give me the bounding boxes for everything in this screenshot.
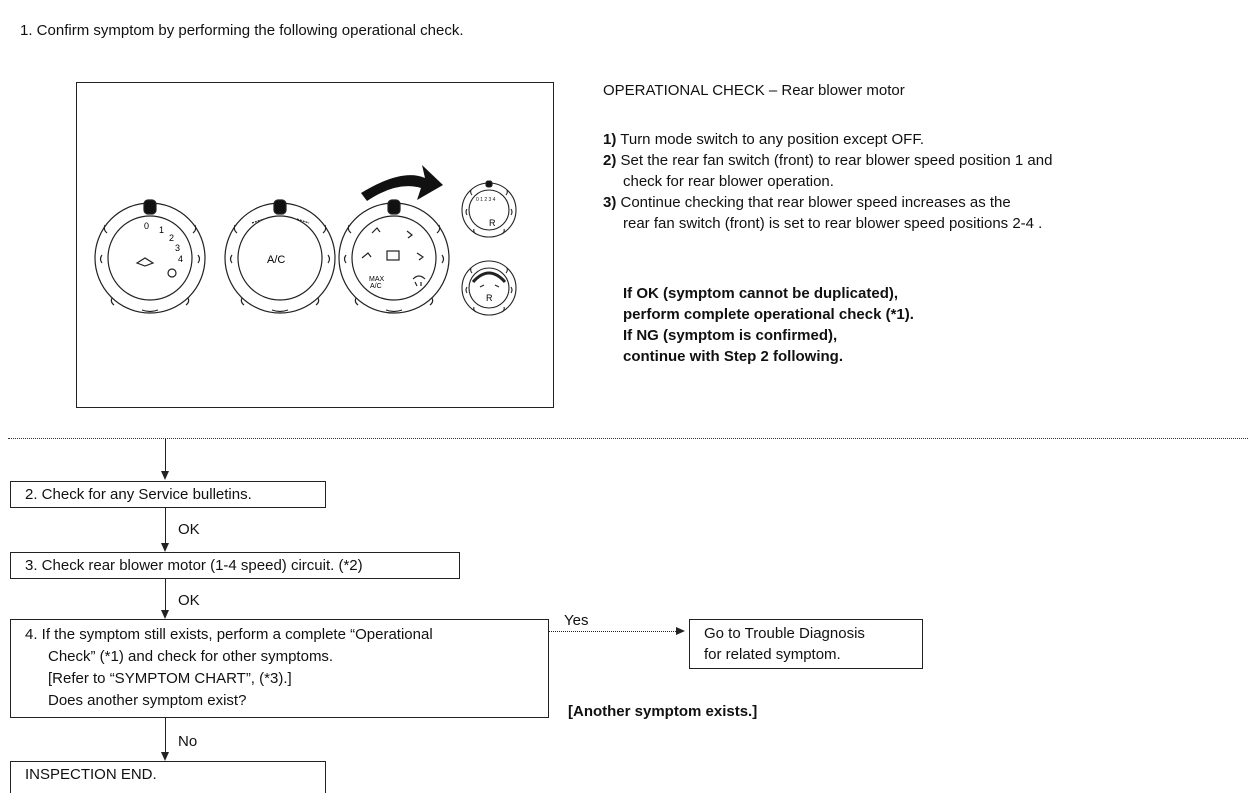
step2-box: 2. Check for any Service bulletins. <box>10 481 326 508</box>
instruction-3-text: Continue checking that rear blower speed… <box>616 194 1011 211</box>
rear-fan-switch-top: 0 1 2 3 4 <box>461 180 517 238</box>
yes-arrow <box>676 627 685 635</box>
result-ok-line2: perform complete operational check (*1). <box>623 306 914 323</box>
connector-3-4 <box>165 579 166 611</box>
instruction-2b: check for rear blower operation. <box>623 173 834 190</box>
instruction-1-number: 1) <box>603 131 617 148</box>
step4-line3: [Refer to “SYMPTOM CHART”, (*3).] <box>48 670 292 687</box>
fan-tick-2: 2 <box>169 233 174 243</box>
arrow-4-end <box>161 752 169 761</box>
connector-2-3 <box>165 508 166 544</box>
step4-line4: Does another symptom exist? <box>48 692 247 709</box>
max-ac-label: A/C <box>370 283 382 290</box>
goto-line1: Go to Trouble Diagnosis <box>704 625 865 642</box>
instruction-2: 2) Set the rear fan switch (front) to re… <box>603 150 1052 171</box>
arrow-3-4 <box>161 610 169 619</box>
mode-knob <box>338 199 450 314</box>
another-symptom-note: [Another symptom exists.] <box>568 703 758 720</box>
step1-title: 1. Confirm symptom by performing the fol… <box>20 22 464 39</box>
rear-r-label-bottom: R <box>486 293 493 303</box>
ac-knob <box>224 199 336 314</box>
yes-connector <box>549 631 676 632</box>
check-title: OPERATIONAL CHECK – Rear blower motor <box>603 82 905 99</box>
no-label: No <box>178 733 198 750</box>
step4-box: 4. If the symptom still exists, perform … <box>10 619 549 718</box>
step4-line2: Check” (*1) and check for other symptoms… <box>48 648 334 665</box>
instruction-3: 3) Continue checking that rear blower sp… <box>603 192 1011 213</box>
control-panel-figure: 0 1 2 3 4 A/C MAX <box>76 82 554 408</box>
rotate-arrow-icon <box>361 165 443 201</box>
result-ng-line1: If NG (symptom is confirmed), <box>623 327 838 344</box>
connector-1-2 <box>165 439 166 471</box>
instruction-1: 1) Turn mode switch to any position exce… <box>603 129 924 150</box>
step3-text: 3. Check rear blower motor (1-4 speed) c… <box>25 557 363 574</box>
goto-line2: for related symptom. <box>704 646 841 663</box>
instruction-1-text: Turn mode switch to any position except … <box>616 131 924 148</box>
instruction-3-number: 3) <box>603 194 617 211</box>
goto-box: Go to Trouble Diagnosis for related symp… <box>689 619 923 669</box>
step2-text: 2. Check for any Service bulletins. <box>25 486 252 503</box>
step4-line1: 4. If the symptom still exists, perform … <box>25 626 433 643</box>
step3-box: 3. Check rear blower motor (1-4 speed) c… <box>10 552 460 579</box>
ok-label-1: OK <box>178 521 200 538</box>
end-box: INSPECTION END. <box>10 761 326 793</box>
svg-text:0 1 2 3 4: 0 1 2 3 4 <box>476 197 496 203</box>
connector-4-end <box>165 718 166 753</box>
ok-label-2: OK <box>178 592 200 609</box>
max-label: MAX <box>369 276 385 283</box>
arrow-1-2 <box>161 471 169 480</box>
rear-r-label-top: R <box>489 218 496 228</box>
fan-tick-3: 3 <box>175 243 180 253</box>
rear-fan-switch-bottom <box>461 260 517 316</box>
result-ok-line1: If OK (symptom cannot be duplicated), <box>623 285 899 302</box>
yes-label: Yes <box>564 612 589 629</box>
instruction-3b: rear fan switch (front) is set to rear b… <box>623 215 1043 232</box>
end-text: INSPECTION END. <box>25 766 157 783</box>
arrow-2-3 <box>161 543 169 552</box>
fan-tick-0: 0 <box>144 221 149 231</box>
fan-tick-4: 4 <box>178 254 183 264</box>
ac-label: A/C <box>267 254 285 266</box>
result-ng-line2: continue with Step 2 following. <box>623 348 843 365</box>
step1-frame <box>8 4 1248 439</box>
fan-tick-1: 1 <box>159 225 164 235</box>
control-panel-drawing: 0 1 2 3 4 A/C MAX <box>94 165 517 316</box>
fan-knob <box>94 199 206 314</box>
instruction-2-text: Set the rear fan switch (front) to rear … <box>616 152 1053 169</box>
instruction-2-number: 2) <box>603 152 617 169</box>
